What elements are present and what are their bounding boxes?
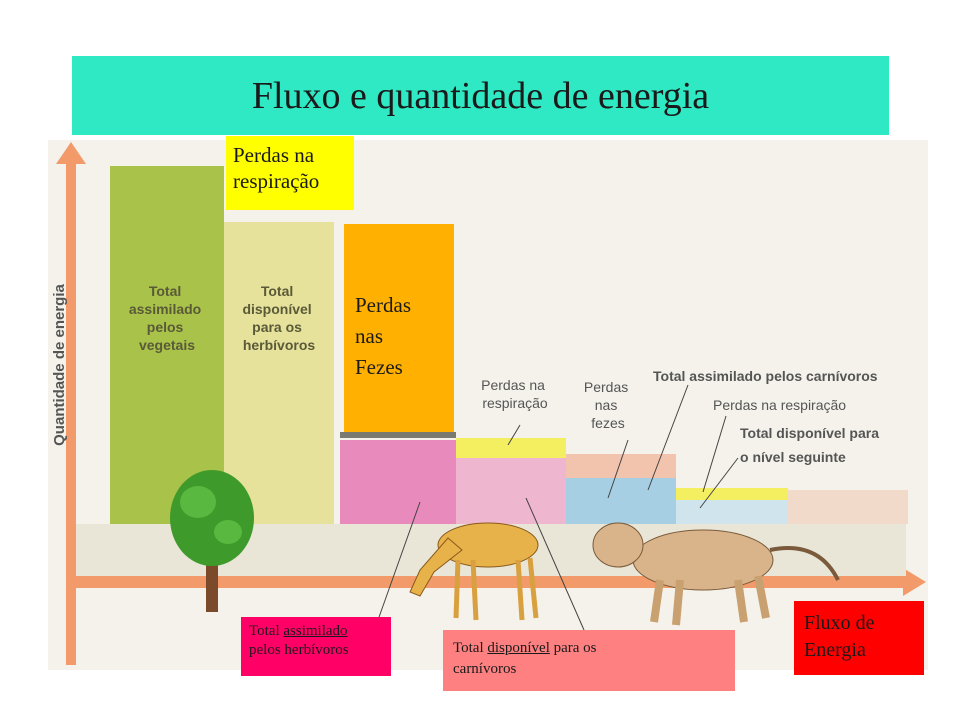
herbivore-body	[437, 522, 539, 568]
bar-herb-assimilado	[340, 440, 456, 524]
carnivore-tail	[769, 546, 840, 581]
carn-part4: carnívoros	[453, 661, 517, 677]
annot-carn-fezes: Perdas nas fezes	[584, 379, 632, 431]
tree-crown-highlight	[180, 486, 216, 518]
herbivore-assimilated-label: Total assimilado pelos herbívoros	[241, 617, 391, 676]
herb-box-leader	[377, 501, 421, 621]
bar-herb-respiracao	[456, 438, 566, 458]
tree-crown	[170, 470, 254, 566]
annot-carn-total: Total assimilado pelos carnívoros	[653, 368, 878, 384]
title-banner: Fluxo e quantidade de energia	[72, 56, 889, 135]
energy-flow-line1: Fluxo de	[804, 612, 875, 634]
bar-next-level	[788, 490, 908, 524]
herbivore-leg-3	[515, 559, 525, 621]
herb-part3: pelos herbívoros	[249, 642, 349, 658]
carnivore-available-label: Total disponível para os carnívoros	[443, 630, 735, 691]
carnivore-available-line1: Total disponível para os	[453, 638, 735, 659]
tree-illustration	[170, 470, 254, 612]
feces-losses-line3: Fezes	[355, 355, 403, 379]
annot-carn-resp: Perdas na respiração	[713, 397, 846, 413]
y-axis-label: Quantidade de energia	[51, 283, 68, 445]
bar-carn-disponivel	[676, 500, 788, 524]
bar-carn-resp	[676, 488, 788, 500]
carn-part2: disponível	[487, 640, 550, 656]
bar-veg-total-label: Total assimilado pelos vegetais	[129, 283, 205, 353]
page-title: Fluxo e quantidade de energia	[251, 74, 710, 117]
herb-part2: assimilado	[283, 623, 348, 639]
annot-herb-respiracao: Perdas na respiração	[481, 377, 549, 411]
carn-part1: Total	[453, 640, 488, 656]
annot-herb-resp-leader	[507, 424, 521, 446]
herbivore-leg-2	[470, 559, 479, 621]
bar-herb-disponivel	[456, 458, 566, 524]
annot-carn-fezes-leader	[607, 439, 629, 499]
herb-part1: Total	[249, 623, 284, 639]
resp-losses-line1: Perdas na	[233, 143, 315, 167]
herbivore-illustration	[409, 522, 539, 621]
carnivore-leg-3	[734, 579, 748, 623]
annot-carn-disp: Total disponível para o nível seguinte	[740, 425, 883, 465]
carnivore-body	[632, 529, 774, 591]
carn-part3: para os	[549, 640, 597, 656]
resp-losses-line2: respiração	[233, 169, 320, 193]
herbivore-leg-1	[453, 559, 461, 619]
herbivore-leg-4	[527, 557, 539, 619]
annot-carn-total-leader	[647, 384, 689, 491]
resp-losses-label: Perdas na respiração	[226, 136, 354, 210]
annot-carn-resp-leader	[702, 415, 727, 493]
bar-carn-fezes	[566, 454, 676, 478]
herbivore-assimilated-line1: Total assimilado	[249, 622, 391, 641]
bar-herb-fezes	[344, 224, 454, 432]
energy-flow-line2: Energia	[804, 639, 866, 661]
energy-flow-label: Fluxo de Energia	[794, 601, 924, 675]
bar-veg-total	[110, 166, 224, 524]
carnivore-leg-4	[754, 575, 770, 619]
carnivore-leg-2	[672, 579, 684, 626]
bar-herb-fezes-edge	[340, 432, 456, 438]
herbivore-neck	[409, 537, 463, 597]
feces-losses-label: Perdas nas Fezes	[344, 290, 450, 383]
carnivore-leg-1	[650, 579, 664, 623]
energy-flow-diagram: Quantidade de energia Total assimilado p…	[48, 140, 928, 670]
annot-carn-disp-leader	[699, 457, 739, 509]
carnivore-illustration	[592, 522, 840, 626]
bar-veg-disponivel-label: Total disponível para os herbívoros	[242, 283, 315, 353]
bar-carn-assimilado	[566, 478, 676, 524]
carnivore-head	[592, 522, 644, 568]
feces-losses-line1: Perdas	[355, 293, 411, 317]
x-axis-shaft	[76, 576, 908, 588]
x-axis-arrowhead	[903, 568, 926, 596]
tree-crown-highlight-2	[214, 520, 242, 544]
feces-losses-line2: nas	[355, 324, 383, 348]
carn-box-leader	[525, 497, 585, 631]
y-axis-arrowhead	[56, 142, 86, 164]
y-axis-shaft	[66, 160, 76, 665]
bar-veg-disponivel	[224, 222, 334, 524]
